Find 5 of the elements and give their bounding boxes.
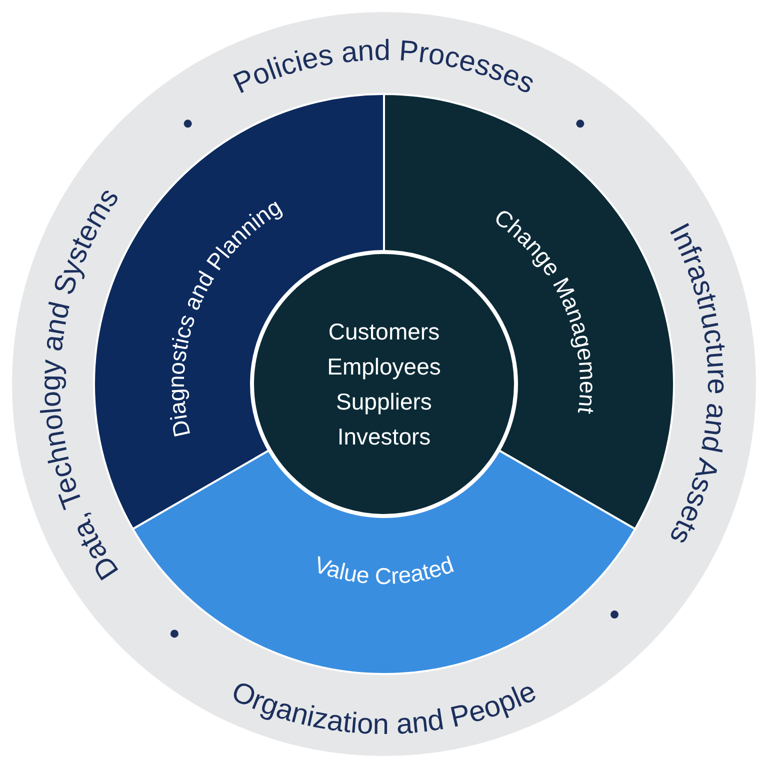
stakeholder-label: Investors: [337, 424, 431, 450]
stakeholder-label: Suppliers: [336, 388, 432, 414]
stakeholder-label: Employees: [327, 354, 441, 380]
segment-label: Value Created: [311, 551, 457, 590]
stakeholder-label: Customers: [328, 318, 440, 344]
